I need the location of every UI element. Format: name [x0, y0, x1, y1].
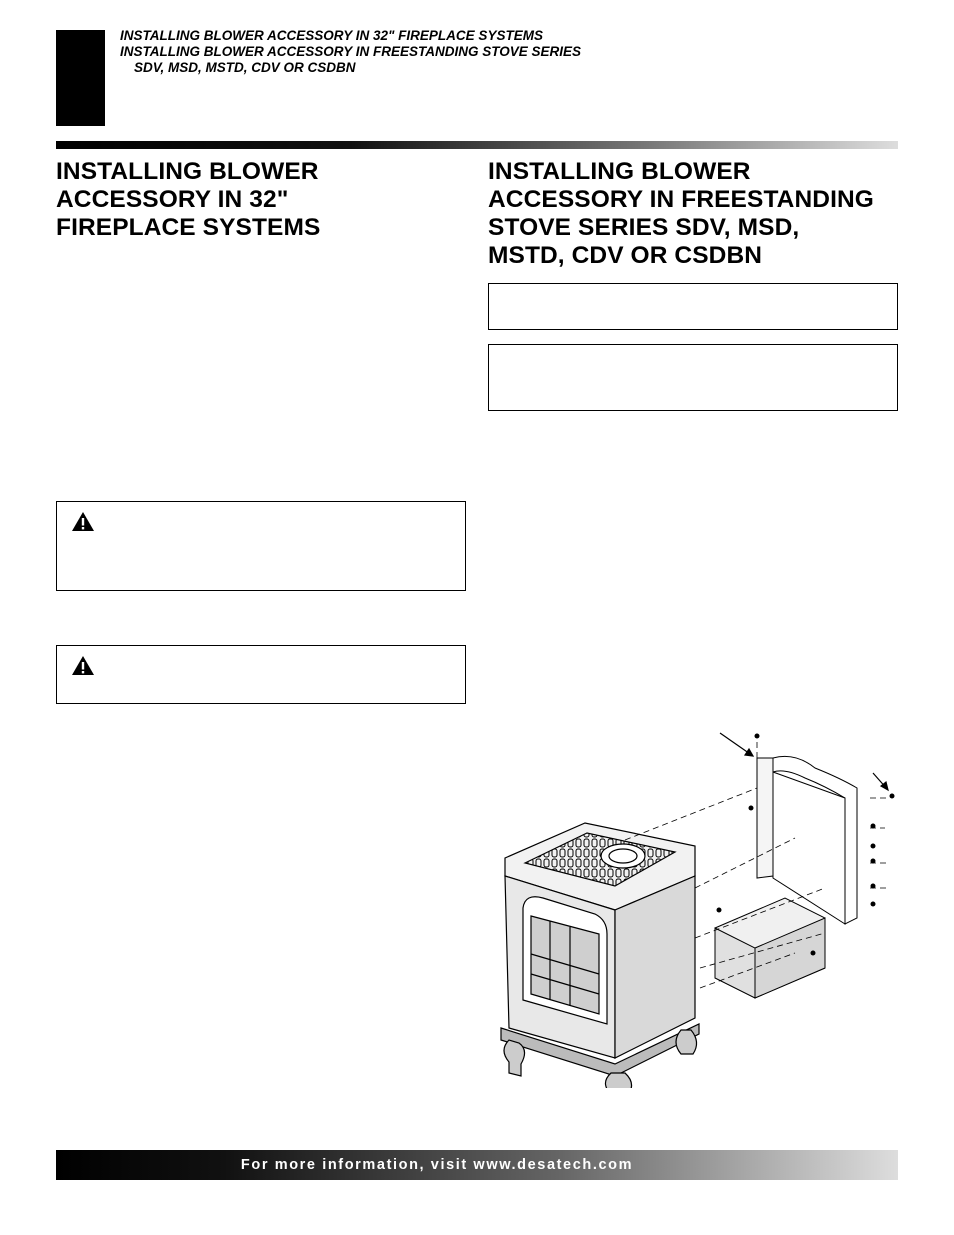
notice-box-2 [488, 344, 898, 411]
right-title-line-2: ACCESSORY IN FREESTANDING [488, 186, 874, 213]
left-section-title: INSTALLING BLOWER ACCESSORY IN 32" FIREP… [56, 158, 456, 242]
callout-arrows [719, 732, 889, 792]
top-gradient-rule [56, 141, 898, 149]
right-title-line-3: STOVE SERIES SDV, MSD, [488, 214, 800, 241]
warning-box-2 [56, 645, 466, 704]
footer-website-text: For more information, visit www.desatech… [240, 1157, 634, 1173]
left-title-line-1: INSTALLING BLOWER [56, 158, 319, 185]
right-section-title: INSTALLING BLOWER ACCESSORY IN FREESTAND… [488, 158, 908, 270]
section-tab-block [56, 30, 105, 126]
running-header-line-2: INSTALLING BLOWER ACCESSORY IN FREESTAND… [120, 44, 582, 59]
left-title-line-2: ACCESSORY IN 32" [56, 186, 289, 213]
right-title-line-1: INSTALLING BLOWER [488, 158, 751, 185]
footer-gradient-bar [56, 1150, 898, 1180]
screws [716, 733, 895, 956]
blower-exploded-illustration [500, 732, 895, 1088]
warning-box-1 [56, 501, 466, 591]
blower-bracket-drawing [714, 755, 858, 999]
stove-drawing [500, 822, 700, 1088]
running-header: INSTALLING BLOWER ACCESSORY IN 32" FIREP… [120, 28, 820, 76]
left-title-line-3: FIREPLACE SYSTEMS [56, 214, 321, 241]
warning-triangle-icon [72, 512, 94, 531]
running-header-line-1: INSTALLING BLOWER ACCESSORY IN 32" FIREP… [120, 28, 543, 43]
warning-triangle-icon [72, 656, 94, 675]
running-header-line-3: SDV, MSD, MSTD, CDV OR CSDBN [134, 60, 356, 75]
notice-box-1 [488, 283, 898, 330]
right-title-line-4: MSTD, CDV OR CSDBN [488, 242, 763, 269]
